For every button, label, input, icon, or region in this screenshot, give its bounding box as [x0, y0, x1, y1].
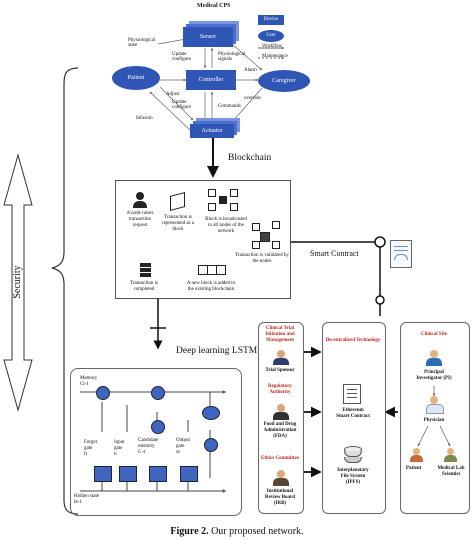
lbl-physiological-state: Physiological state: [128, 38, 156, 48]
legend-user: User: [258, 30, 284, 42]
patient-person-label: Patient: [406, 466, 422, 471]
patient-person-icon: [410, 448, 423, 462]
lbl-infusion: Infusion: [136, 116, 153, 121]
ipfs-label: Interplanetary File System (IPFS): [337, 468, 369, 485]
irb-member-icon: [273, 470, 289, 486]
group1-title: Clinical Trial Initiation and Management: [265, 326, 295, 343]
forget-gate-label: Forget gate ft: [84, 440, 97, 457]
group2-label: Food and Drug Administration (FDA): [263, 422, 297, 439]
group3-label: Institutional Review Board (IRB): [264, 489, 296, 506]
network-icon: [208, 189, 238, 211]
lstm-hidden-label: Hidden state ht-1: [74, 494, 100, 505]
trial-sponsor-icon: [273, 350, 289, 365]
blockchain-step5: A new block is added to the existing blo…: [186, 281, 236, 292]
lab-scientist-icon: [444, 448, 457, 462]
lstm-panel: [70, 368, 242, 516]
validation-icon: [252, 221, 282, 249]
group2-title: Regulatory Authority: [268, 384, 292, 395]
lstm-title: Deep learning LSTM: [176, 346, 258, 356]
lbl-alarm: Alarm: [244, 68, 257, 73]
ethereum-contract-icon: [343, 384, 361, 404]
blockchain-step3: Block is broadcasted to all nodes of the…: [205, 217, 247, 234]
patient-label: Patient: [127, 75, 145, 81]
server-icon: [140, 263, 151, 277]
output-gate-label: Output gate ot: [176, 438, 190, 455]
legend-device: Device: [258, 15, 284, 25]
lstm-memory-label: Memory Ct-1: [80, 376, 98, 387]
blockchain-step4: Transaction is validated by the nodes: [235, 253, 289, 264]
tanh-op: [202, 406, 220, 420]
ethereum-label: Ethereum Smart Contract: [336, 408, 370, 419]
lbl-override: override: [244, 96, 261, 101]
candidate-gate-box: [149, 466, 167, 482]
caption-text: Our proposed network.: [208, 526, 304, 537]
lbl-commands: Commands: [218, 104, 241, 109]
pi-label: Principal Investigator (PI): [416, 370, 452, 381]
cps-title: Medical CPS: [197, 3, 231, 9]
caregiver-node: Caregiver: [258, 70, 310, 92]
person-icon: [133, 192, 147, 208]
caption-prefix: Figure 2.: [170, 526, 209, 537]
decentralized-title: Decentralized Technology: [325, 338, 381, 343]
security-brace: [51, 67, 79, 515]
legend-device-label: Device: [263, 17, 279, 22]
multiply-op-output: [204, 438, 218, 452]
blockchain-step1: A node raises transaction request: [126, 211, 154, 228]
multiply-op-input: [151, 420, 165, 434]
figure-caption: Figure 2. Our proposed network.: [0, 527, 474, 537]
caregiver-label: Caregiver: [272, 78, 296, 84]
legend-user-label: User: [266, 33, 276, 38]
multiply-op-forget: [96, 386, 110, 400]
forget-gate-box: [94, 466, 112, 482]
clinical-site-title: Clinical Site: [421, 332, 447, 337]
decentralized-panel: [322, 322, 386, 514]
lbl-update-configure-top: Update configure: [172, 52, 192, 62]
blockchain-panel: A node raises transaction request Transa…: [115, 180, 291, 299]
input-gate-label: Input gate it: [114, 440, 125, 457]
lbl-update-configure-bottom: Update configure: [172, 100, 192, 110]
physician-icon: [426, 396, 444, 414]
principal-investigator-icon: [426, 350, 442, 366]
patient-node: Patient: [112, 66, 160, 90]
legend-maintenance: Maintenance: [262, 54, 288, 59]
actuator-label: Actuator: [201, 128, 223, 134]
output-gate-box: [180, 466, 198, 482]
blockchain-step6: Transaction is completed: [129, 281, 158, 292]
blockchain-title: Blockchain: [228, 153, 272, 163]
sensor-label: Sensor: [199, 34, 217, 40]
input-gate-box: [119, 466, 137, 482]
group1-label: Trial Sponsor: [265, 368, 295, 373]
physician-label: Physician: [423, 418, 445, 423]
add-op: [151, 386, 165, 400]
chain-icon: [198, 263, 226, 275]
lbl-adjust: Adjust: [166, 92, 180, 97]
candidate-memory-label: Candidate memory C~t: [138, 438, 159, 455]
lbl-physiological-signals: Physiological signals: [218, 52, 246, 62]
sensor-node: Sensor: [183, 27, 233, 47]
security-label: Security: [12, 265, 23, 299]
block-cube-icon: [170, 191, 185, 212]
controller-label: Controller: [198, 77, 224, 83]
ipfs-database-icon: [344, 446, 362, 463]
controller-node: Controller: [186, 70, 236, 90]
group3-title: Ethics Committee: [260, 456, 300, 461]
actuator-node: Actuator: [190, 124, 234, 138]
fda-official-icon: [273, 404, 289, 420]
contract-document-icon: [390, 240, 412, 268]
legend-workflow: Workflow: [262, 44, 283, 49]
blockchain-step2: Transaction is represented as a block: [162, 215, 194, 232]
smart-contract-label: Smart Contract: [310, 249, 359, 258]
security-arrow: [3, 153, 33, 412]
lab-scientist-label: Medical Lab Scientist: [437, 466, 465, 477]
